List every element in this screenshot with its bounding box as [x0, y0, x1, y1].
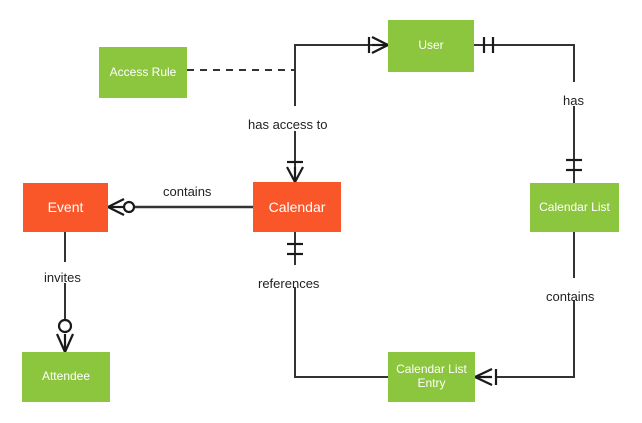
- edge-invites: [55, 232, 75, 353]
- entity-attendee[interactable]: Attendee: [22, 352, 110, 402]
- cardinality-one-or-many-user: [367, 36, 389, 54]
- entity-label-attendee: Attendee: [41, 369, 91, 384]
- entity-calendar-list[interactable]: Calendar List: [530, 183, 619, 232]
- cardinality-one-calendar-bottom: [287, 242, 303, 256]
- edge-label-contains-event: contains: [163, 184, 212, 199]
- entity-label-calendar-list-entry: Calendar List Entry: [396, 362, 467, 390]
- entity-event[interactable]: Event: [23, 183, 108, 232]
- edge-label-references: references: [258, 276, 320, 291]
- entity-calendar-list-entry[interactable]: Calendar List Entry: [388, 352, 475, 402]
- entity-label-access-rule: Access Rule: [109, 64, 177, 79]
- cardinality-zero-or-many-attendee: [55, 318, 75, 353]
- entity-label-calendar: Calendar: [268, 198, 326, 215]
- entity-access-rule[interactable]: Access Rule: [99, 47, 187, 98]
- entity-user[interactable]: User: [388, 20, 474, 72]
- entity-label-event: Event: [47, 199, 84, 216]
- cardinality-one-or-many-calendar-top: [286, 160, 304, 183]
- edge-label-has-access-to: has access to: [248, 117, 328, 132]
- cardinality-one-or-many-entry: [474, 368, 498, 386]
- cardinality-one-calendar-list-top: [566, 158, 582, 172]
- entity-label-user: User: [418, 38, 444, 53]
- cardinality-one-user-right: [482, 37, 495, 53]
- edge-has-calendar-list: [474, 37, 582, 183]
- edge-has-access-to: [286, 36, 389, 183]
- edge-references: [287, 232, 388, 378]
- edge-label-invites: invites: [44, 270, 81, 285]
- edge-label-contains-entry: contains: [546, 289, 595, 304]
- cardinality-zero-or-many-event: [107, 198, 136, 216]
- edge-label-has: has: [563, 93, 584, 108]
- edge-contains-entry: [474, 232, 575, 386]
- entity-calendar[interactable]: Calendar: [253, 182, 341, 232]
- edge-contains-event: [107, 198, 253, 216]
- entity-label-calendar-list: Calendar List: [539, 199, 610, 214]
